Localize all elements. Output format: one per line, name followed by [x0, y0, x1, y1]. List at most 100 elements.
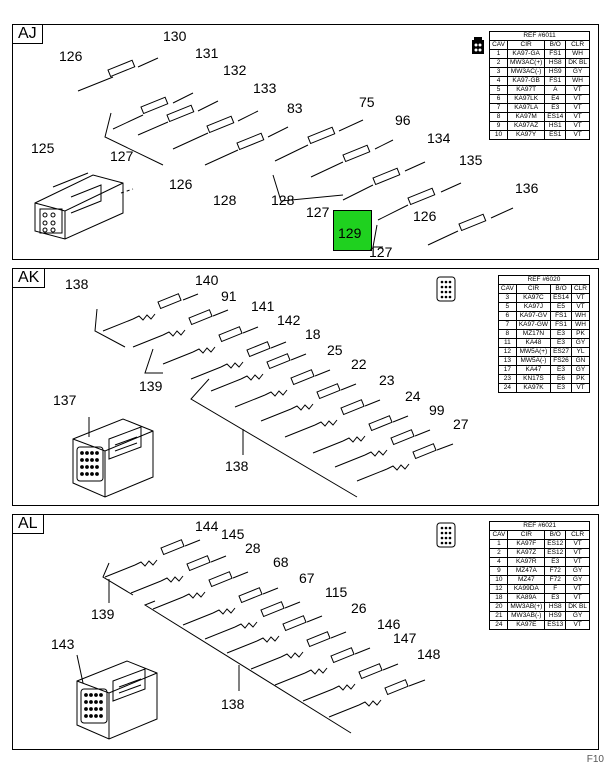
header-cav: CAV: [489, 530, 509, 540]
table-cell: MW5A(-): [515, 356, 552, 366]
callout-127: 127: [110, 148, 134, 164]
table-cell: E3: [550, 365, 572, 375]
callout-125: 125: [31, 140, 55, 156]
callout-147: 147: [393, 630, 417, 646]
table-cell: GN: [570, 356, 591, 366]
table-cell: MW3AC(-): [506, 67, 546, 77]
callout-127-c: 127: [369, 244, 393, 259]
table-cell: KA97AZ: [506, 121, 546, 131]
table-cell: ES27: [550, 347, 572, 357]
callout-139: 139: [91, 606, 115, 622]
table-cell: 5: [497, 302, 517, 312]
table-cell: E3: [550, 338, 572, 348]
callout-28: 28: [245, 540, 261, 556]
table-cell: MZ47: [507, 575, 546, 585]
callout-143: 143: [51, 636, 75, 652]
table-cell: KN17S: [515, 374, 552, 384]
callout-83: 83: [287, 100, 303, 116]
table-cell: FS1: [544, 76, 567, 86]
table-cell: VT: [565, 94, 590, 104]
panel-ak: AK: [12, 268, 599, 506]
table-cell: KA97T: [506, 85, 546, 95]
connector-housing-137: [72, 418, 154, 498]
table-cell: KA97-GA: [506, 49, 546, 59]
table-cell: E3: [544, 557, 567, 567]
callout-99: 99: [429, 402, 445, 418]
highlight-box[interactable]: [333, 210, 372, 251]
table-cell: KA97M: [506, 112, 546, 122]
callout-129[interactable]: 129: [338, 225, 362, 241]
panel-label: AL: [13, 515, 44, 534]
terminal-96: [310, 139, 394, 178]
callout-138-b: 138: [225, 458, 249, 474]
table-cell: WH: [565, 49, 590, 59]
table-cell: GY: [565, 611, 590, 621]
callout-133: 133: [253, 80, 277, 96]
terminal-26: [250, 631, 347, 670]
table-cell: 12: [497, 347, 517, 357]
callout-145: 145: [221, 526, 245, 542]
callout-127-b: 127: [306, 204, 330, 220]
table-cell: 8: [489, 112, 508, 122]
callout-115: 115: [325, 584, 348, 600]
table-cell: 18: [489, 593, 509, 603]
table-cell: PK: [570, 329, 591, 339]
header-cir: CIR: [507, 530, 546, 540]
table-cell: PK: [570, 374, 591, 384]
table-cell: 6: [497, 311, 517, 321]
table-cell: 17: [497, 365, 517, 375]
table-cell: MZ17N: [515, 329, 552, 339]
table-cell: KA97K: [515, 383, 552, 393]
table-cell: 5: [489, 85, 508, 95]
table-cell: F72: [544, 575, 567, 585]
panel-aj: AJ: [12, 24, 599, 260]
terminal-144: [104, 539, 201, 578]
connector-drawing-aj: 130 126 131 132 133 83 127 75 125 96 134…: [31, 28, 539, 259]
callout-126: 126: [59, 48, 83, 64]
table-cell: MZ47A: [507, 566, 546, 576]
callout-75: 75: [359, 94, 375, 110]
table-cell: WH: [570, 311, 591, 321]
callout-22: 22: [351, 356, 367, 372]
table-cell: 10: [489, 130, 508, 140]
callout-148: 148: [417, 646, 441, 662]
table-cell: 2: [489, 548, 509, 558]
table-cell: KA97LK: [506, 94, 546, 104]
table-cell: 24: [489, 620, 509, 630]
connector-drawing-al: 144 145 28 139 68 67 115 26 146 143 147 …: [51, 518, 441, 740]
terminal-27: [356, 443, 454, 482]
callout-132: 132: [223, 62, 247, 78]
terminal-28: [152, 571, 249, 610]
table-cell: F72: [544, 566, 567, 576]
table-cell: HS1: [544, 121, 567, 131]
header-cav: CAV: [489, 40, 508, 50]
connector-pinout-icon: [436, 276, 456, 302]
table-cell: VT: [565, 121, 590, 131]
table-cell: FS26: [550, 356, 572, 366]
table-cell: ES14: [544, 112, 567, 122]
table-cell: GY: [570, 365, 591, 375]
table-cell: A: [544, 85, 567, 95]
table-cell: 4: [489, 76, 508, 86]
table-cell: E4: [544, 94, 567, 104]
table-cell: GY: [565, 575, 590, 585]
callout-68: 68: [273, 554, 289, 570]
